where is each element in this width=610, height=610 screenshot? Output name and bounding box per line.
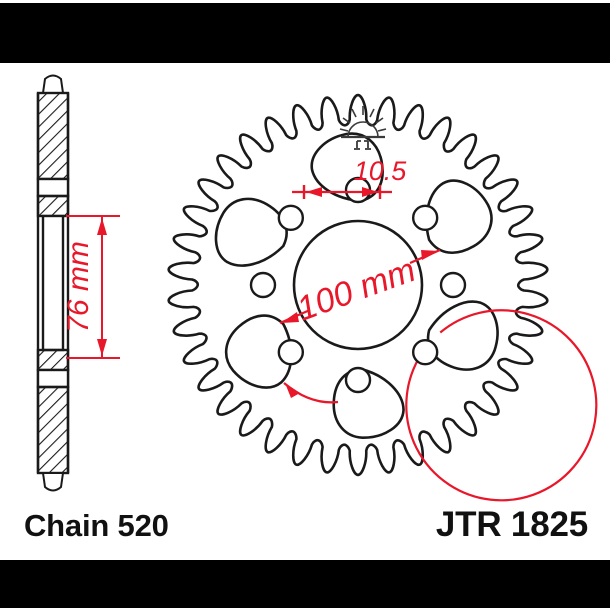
sprocket-technical-drawing: 76 mm (36, 74, 598, 502)
side-profile-view (36, 74, 70, 492)
lightening-hole (224, 314, 293, 389)
arrow-left-105 (306, 187, 322, 197)
bolt-hole (249, 271, 277, 299)
arrow-bottom-leader (285, 383, 300, 398)
dimension-center-bore-76mm: 76 mm (62, 215, 120, 359)
dimension-bolt-hole-10-5: 10.5 (292, 156, 407, 199)
center-bore (292, 219, 424, 351)
dim-label-10-5: 10.5 (354, 156, 408, 186)
bottom-black-bar (0, 560, 610, 608)
dim-label-76mm: 76 mm (62, 241, 95, 333)
part-number-caption: JTR 1825 (435, 505, 588, 544)
sun-ray-4 (375, 117, 384, 124)
dimension-leader-bottom-hole (283, 382, 339, 404)
profile-tooth-block-bottom (38, 387, 68, 473)
arrow-left-100 (281, 312, 299, 323)
sun-ray-3 (342, 117, 351, 124)
sun-ray-2 (369, 108, 375, 118)
bolt-hole (439, 271, 467, 299)
chain-size-caption: Chain 520 (24, 508, 169, 543)
profile-flange-band-bottom (38, 350, 68, 370)
arrow-down-76 (97, 218, 107, 235)
arrow-right-100 (421, 250, 439, 260)
sun-ray-1 (351, 108, 357, 118)
profile-tooth-block-top (38, 93, 68, 179)
bolt-hole (411, 338, 439, 366)
arrow-up-76 (97, 339, 107, 356)
bolt-circle-100mm (405, 309, 598, 502)
profile-bottom-tip (41, 472, 65, 492)
logo-glyph-mark (356, 140, 369, 148)
sun-dome (347, 121, 379, 138)
profile-flange-band-top (38, 196, 68, 216)
bolt-hole (411, 204, 439, 232)
sun-ray-6 (377, 128, 387, 132)
top-black-bar (0, 3, 610, 63)
arrow-right-105 (362, 187, 378, 197)
profile-relief-gap-top (36, 177, 70, 198)
bolt-hole (277, 204, 305, 232)
profile-relief-gap-bottom (36, 368, 70, 389)
bolt-hole (344, 366, 372, 394)
lightening-hole (426, 300, 499, 371)
bolt-holes (249, 176, 467, 394)
sun-ray-5 (339, 128, 349, 132)
profile-center-web (41, 214, 65, 352)
bolt-hole (277, 338, 305, 366)
profile-top-tip (41, 74, 65, 94)
rising-sun-logo (339, 106, 387, 150)
sprocket-face-view (167, 93, 598, 502)
lightening-hole (425, 179, 493, 254)
